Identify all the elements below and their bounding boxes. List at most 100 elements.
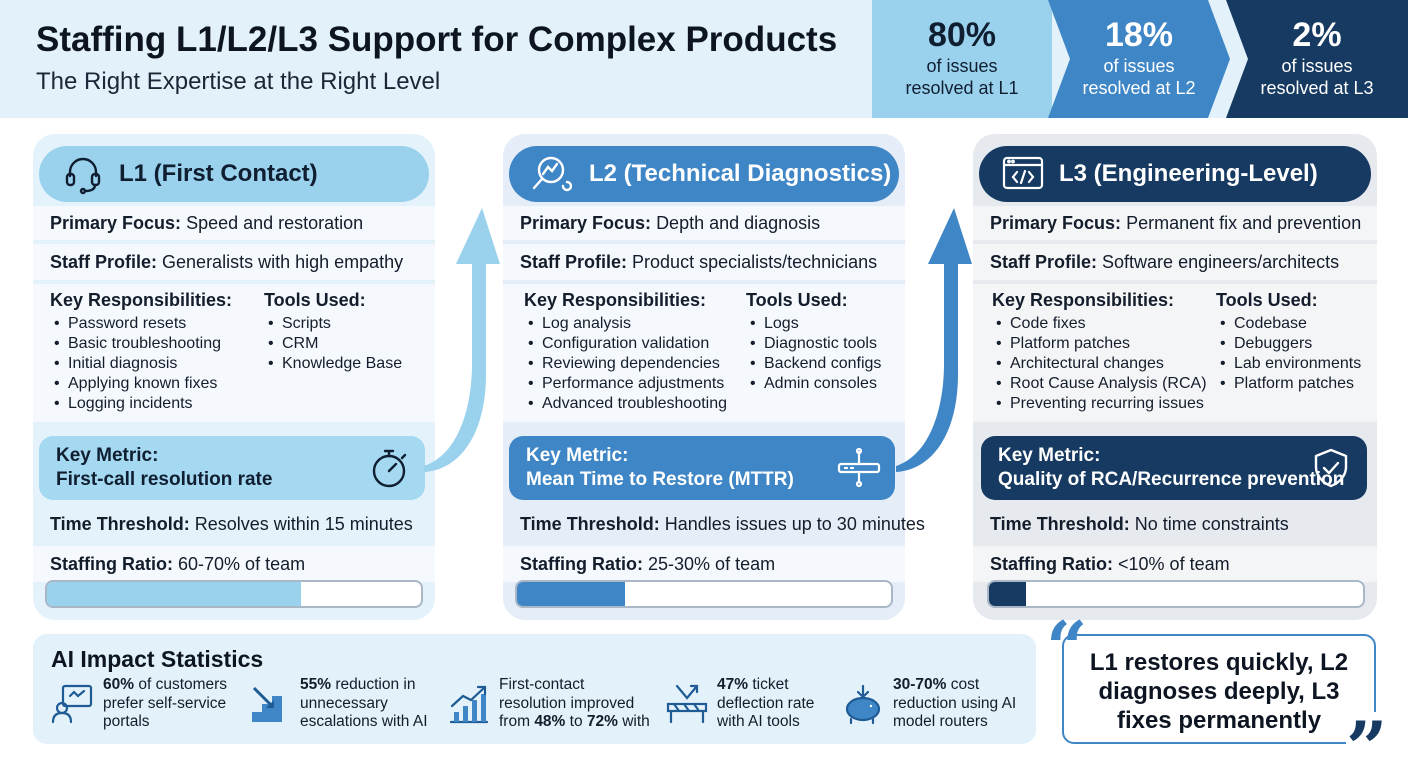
ai-impact-title: AI Impact Statistics bbox=[51, 646, 264, 672]
page-subtitle: The Right Expertise at the Right Level bbox=[36, 68, 441, 95]
responsibilities-heading-l2: Key Responsibilities: bbox=[524, 290, 707, 310]
tier-title-l3: L3 (Engineering-Level) bbox=[1059, 160, 1318, 187]
responsibilities-l1: Key Responsibilities: Password resets Ba… bbox=[33, 284, 435, 422]
list-item: Lab environments bbox=[1216, 354, 1361, 374]
responsibilities-heading-l3: Key Responsibilities: bbox=[992, 290, 1175, 310]
tier-card-l2: L2 (Technical Diagnostics) Primary Focus… bbox=[503, 134, 925, 620]
staffing-ratio-fill-l3 bbox=[989, 582, 1027, 606]
tier-card-l1: L1 (First Contact) Primary Focus: Speed … bbox=[33, 134, 435, 620]
list-item: Codebase bbox=[1216, 314, 1361, 334]
stat-l3-line1: of issues bbox=[1281, 56, 1353, 76]
stairs-down-arrow-icon bbox=[252, 686, 282, 722]
primary-focus-l1: Primary Focus: Speed and restoration bbox=[33, 206, 435, 240]
time-threshold-l3: Time Threshold: No time constraints bbox=[990, 514, 1289, 534]
stat-l1-percent: 80% bbox=[927, 16, 997, 54]
staffing-ratio-l1: Staffing Ratio: 60-70% of team bbox=[33, 546, 435, 582]
list-item: Platform patches bbox=[1216, 374, 1361, 394]
key-metric-label-l1: Key Metric: bbox=[56, 445, 159, 466]
server-rack-icon bbox=[837, 447, 881, 488]
list-item: Scripts bbox=[264, 314, 402, 334]
tools-list-l2: Logs Diagnostic tools Backend configs Ad… bbox=[746, 314, 881, 394]
stat-l1-line1: of issues bbox=[926, 56, 998, 76]
list-item: CRM bbox=[264, 334, 402, 354]
close-quote-icon: ” bbox=[1346, 712, 1388, 760]
list-item: Log analysis bbox=[524, 314, 727, 334]
page-title: Staffing L1/L2/L3 Support for Complex Pr… bbox=[36, 20, 838, 59]
list-item: Root Cause Analysis (RCA) bbox=[992, 374, 1207, 394]
staffing-ratio-l3: Staffing Ratio: <10% of team bbox=[973, 546, 1377, 582]
staffing-ratio-l2: Staffing Ratio: 25-30% of team bbox=[503, 546, 905, 582]
time-threshold-l1: Time Threshold: Resolves within 15 minut… bbox=[50, 514, 413, 534]
list-item: Logs bbox=[746, 314, 881, 334]
escalation-arrow-l2-l3 bbox=[896, 208, 972, 472]
tools-heading-l2: Tools Used: bbox=[746, 290, 848, 310]
tools-heading-l3: Tools Used: bbox=[1216, 290, 1318, 310]
stat-l1-line2: resolved at L1 bbox=[905, 78, 1019, 98]
staff-profile-l1: Staff Profile: Generalists with high emp… bbox=[33, 244, 435, 280]
staff-profile-l3: Staff Profile: Software engineers/archit… bbox=[973, 244, 1377, 280]
list-item: Code fixes bbox=[992, 314, 1207, 334]
headset-icon bbox=[57, 152, 109, 196]
tier-header-l2: L2 (Technical Diagnostics) bbox=[509, 146, 899, 202]
primary-focus-l2: Primary Focus: Depth and diagnosis bbox=[503, 206, 905, 240]
stat-l3-percent: 2% bbox=[1292, 16, 1342, 54]
magnifier-chart-icon bbox=[527, 152, 579, 196]
list-item: Reviewing dependencies bbox=[524, 354, 727, 374]
list-item: Configuration validation bbox=[524, 334, 727, 354]
key-metric-value-l1: First-call resolution rate bbox=[56, 469, 273, 490]
tools-list-l3: Codebase Debuggers Lab environments Plat… bbox=[1216, 314, 1361, 394]
list-item: Performance adjustments bbox=[524, 374, 727, 394]
staffing-ratio-bar-l3 bbox=[987, 580, 1365, 608]
staffing-ratio-fill-l1 bbox=[47, 582, 302, 606]
time-threshold-l2: Time Threshold: Handles issues up to 30 … bbox=[520, 514, 925, 534]
tier-card-l3: L3 (Engineering-Level) Primary Focus: Pe… bbox=[973, 134, 1377, 620]
stat-l1: 80% of issues resolved at L1 bbox=[872, 0, 1052, 118]
stat-l3-line2: resolved at L3 bbox=[1260, 78, 1374, 98]
list-item: Diagnostic tools bbox=[746, 334, 881, 354]
key-metric-label-l2: Key Metric: bbox=[526, 445, 629, 466]
tools-list-l1: Scripts CRM Knowledge Base bbox=[264, 314, 402, 374]
escalation-arrow-l1-l2 bbox=[424, 208, 500, 472]
user-screen-icon bbox=[51, 684, 93, 724]
responsibilities-l3: Key Responsibilities: Code fixes Platfor… bbox=[973, 284, 1377, 422]
tier-title-l2: L2 (Technical Diagnostics) bbox=[589, 160, 892, 187]
summary-quote: L1 restores quickly, L2 diagnoses deeply… bbox=[1062, 634, 1376, 744]
list-item: Admin consoles bbox=[746, 374, 881, 394]
stat-l2-line1: of issues bbox=[1103, 56, 1175, 76]
list-item: Basic troubleshooting bbox=[50, 334, 232, 354]
responsibilities-l2: Key Responsibilities: Log analysis Confi… bbox=[503, 284, 905, 422]
list-item: Backend configs bbox=[746, 354, 881, 374]
responsibilities-list-l3: Code fixes Platform patches Architectura… bbox=[992, 314, 1207, 414]
stat-l2-line2: resolved at L2 bbox=[1082, 78, 1196, 98]
ai-impact-panel: AI Impact Statistics 60% of customers pr… bbox=[33, 634, 1036, 744]
tools-heading-l1: Tools Used: bbox=[264, 290, 366, 310]
barrier-deflect-icon bbox=[666, 684, 708, 724]
staffing-ratio-bar-l1 bbox=[45, 580, 423, 608]
responsibilities-list-l1: Password resets Basic troubleshooting In… bbox=[50, 314, 232, 414]
key-metric-label-l3: Key Metric: bbox=[998, 445, 1101, 466]
list-item: Preventing recurring issues bbox=[992, 394, 1207, 414]
tier-title-l1: L1 (First Contact) bbox=[119, 160, 318, 187]
open-quote-icon: “ bbox=[1046, 605, 1088, 690]
list-item: Debuggers bbox=[1216, 334, 1361, 354]
stat-l3: 2% of issues resolved at L3 bbox=[1226, 0, 1408, 118]
responsibilities-list-l2: Log analysis Configuration validation Re… bbox=[524, 314, 727, 414]
quote-line-2: diagnoses deeply, L3 bbox=[1098, 678, 1340, 705]
code-window-icon bbox=[997, 152, 1049, 196]
list-item: Knowledge Base bbox=[264, 354, 402, 374]
shield-check-icon bbox=[1314, 448, 1348, 488]
list-item: Initial diagnosis bbox=[50, 354, 232, 374]
key-metric-l2: Key Metric: Mean Time to Restore (MTTR) bbox=[509, 436, 895, 500]
staffing-ratio-fill-l2 bbox=[517, 582, 626, 606]
key-metric-value-l3: Quality of RCA/Recurrence prevention bbox=[998, 469, 1345, 490]
stat-l2-percent: 18% bbox=[1104, 16, 1174, 54]
key-metric-l1: Key Metric: First-call resolution rate bbox=[39, 436, 425, 500]
responsibilities-heading-l1: Key Responsibilities: bbox=[50, 290, 233, 310]
staff-profile-l2: Staff Profile: Product specialists/techn… bbox=[503, 244, 905, 280]
growth-chart-icon bbox=[449, 685, 489, 724]
list-item: Advanced troubleshooting bbox=[524, 394, 727, 414]
key-metric-l3: Key Metric: Quality of RCA/Recurrence pr… bbox=[981, 436, 1367, 500]
list-item: Platform patches bbox=[992, 334, 1207, 354]
stopwatch-icon bbox=[372, 449, 407, 488]
piggy-bank-icon bbox=[845, 684, 881, 725]
